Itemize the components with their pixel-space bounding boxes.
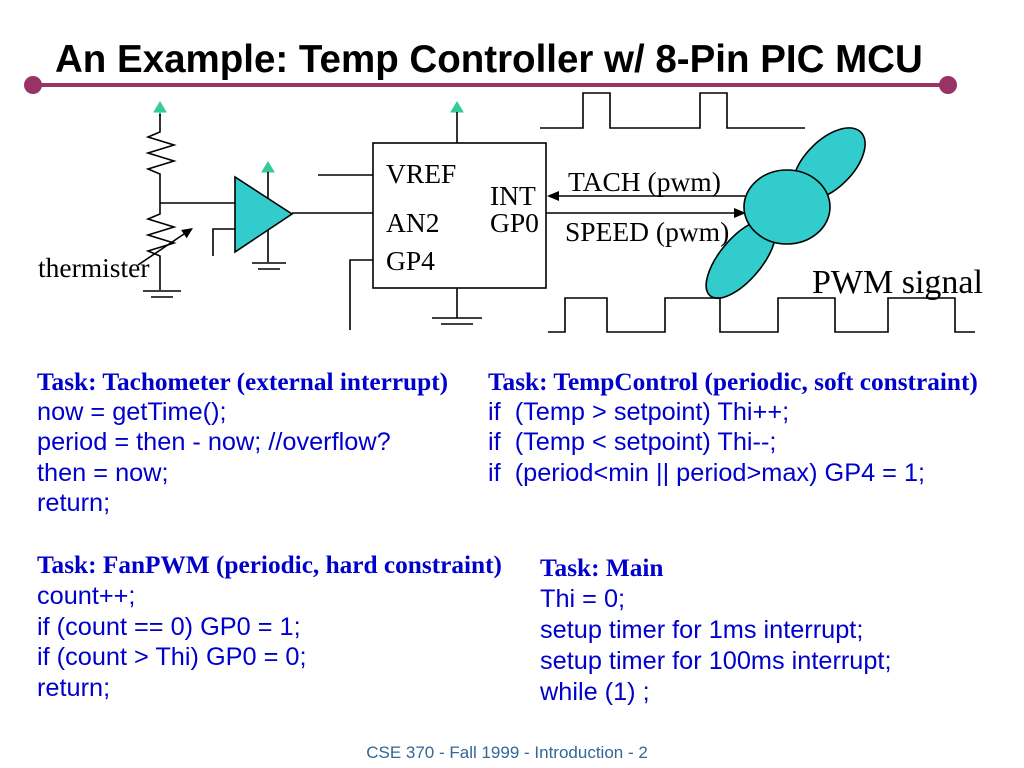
pin-label-an2: AN2 [386,207,439,238]
code-line: count++; [37,582,135,610]
thermistor-arrow [137,228,193,266]
supply-arrow-icon [450,101,464,113]
slide-title: An Example: Temp Controller w/ 8-Pin PIC… [55,38,923,81]
op-amp-ground-icon [252,262,286,270]
gp4-wire [349,259,373,330]
code-line: setup timer for 1ms interrupt; [540,616,863,644]
speed-signal [546,208,746,218]
op-amp [234,175,294,254]
mcu-ground-icon [432,317,482,325]
pic-mcu-chip [372,142,547,289]
tach-label: TACH (pwm) [568,166,721,197]
op-amp-feedback-wire [212,228,235,256]
task-heading: Task: FanPWM (periodic, hard constraint) [37,551,502,579]
task-tachometer: Task: Tachometer (external interrupt) no… [37,368,448,517]
title-rule-left-dot [24,76,42,94]
fan-hub [743,169,831,245]
code-line: while (1) ; [539,678,650,706]
pwm-waveform [548,297,975,333]
task-heading: Task: Main [540,554,663,582]
thermistor-arrow-shaft [137,233,185,266]
divider-supply [153,101,167,116]
title-rule-right-dot [939,76,957,94]
pin-label-int: INT [490,180,536,211]
thermistor-arrowhead [181,228,193,239]
tach-signal [547,191,745,201]
fixed-resistor [145,114,177,203]
tach-arrowhead [547,191,559,201]
mcu-supply [450,101,464,143]
pin-label-gp0: GP0 [490,207,539,238]
fan-icon [705,127,866,299]
code-line: return; [37,489,110,517]
task-temp-control: Task: TempControl (periodic, soft constr… [488,368,978,487]
code-line: setup timer for 100ms interrupt; [540,647,892,675]
code-line: if (Temp < setpoint) Thi--; [488,428,776,456]
task-main: Task: Main Thi = 0; setup timer for 1ms … [539,554,892,706]
task-heading: Task: Tachometer (external interrupt) [37,368,448,396]
circuit-diagram: thermister VREF INT AN2 GP0 GP4 [38,92,983,333]
task-heading: Task: TempControl (periodic, soft constr… [488,368,978,396]
speed-label: SPEED (pwm) [565,216,729,247]
code-line: if (count > Thi) GP0 = 0; [37,643,307,671]
code-line: then = now; [37,459,169,487]
thermistor-resistor [145,203,177,290]
code-line: if (count == 0) GP0 = 1; [37,613,301,641]
code-line: if (period<min || period>max) GP4 = 1; [488,459,925,487]
code-line: Thi = 0; [540,585,625,613]
pin-label-gp4: GP4 [386,245,435,276]
divider-ground-icon [143,290,181,298]
pin-label-vref: VREF [386,158,456,189]
code-line: return; [37,674,110,702]
thermistor-label: thermister [38,252,150,283]
speed-arrowhead [734,208,746,218]
pwm-signal-label: PWM signal [812,264,983,301]
code-line: if (Temp > setpoint) Thi++; [488,398,789,426]
task-fan-pwm: Task: FanPWM (periodic, hard constraint)… [37,551,502,702]
slide-footer: CSE 370 - Fall 1999 - Introduction - 2 [366,743,648,762]
op-amp-supply [261,161,275,198]
code-line: period = then - now; //overflow? [37,428,391,456]
code-line: now = getTime(); [37,398,227,426]
tach-waveform [540,92,805,129]
title-underline [24,76,957,94]
supply-arrow-icon [261,161,275,173]
